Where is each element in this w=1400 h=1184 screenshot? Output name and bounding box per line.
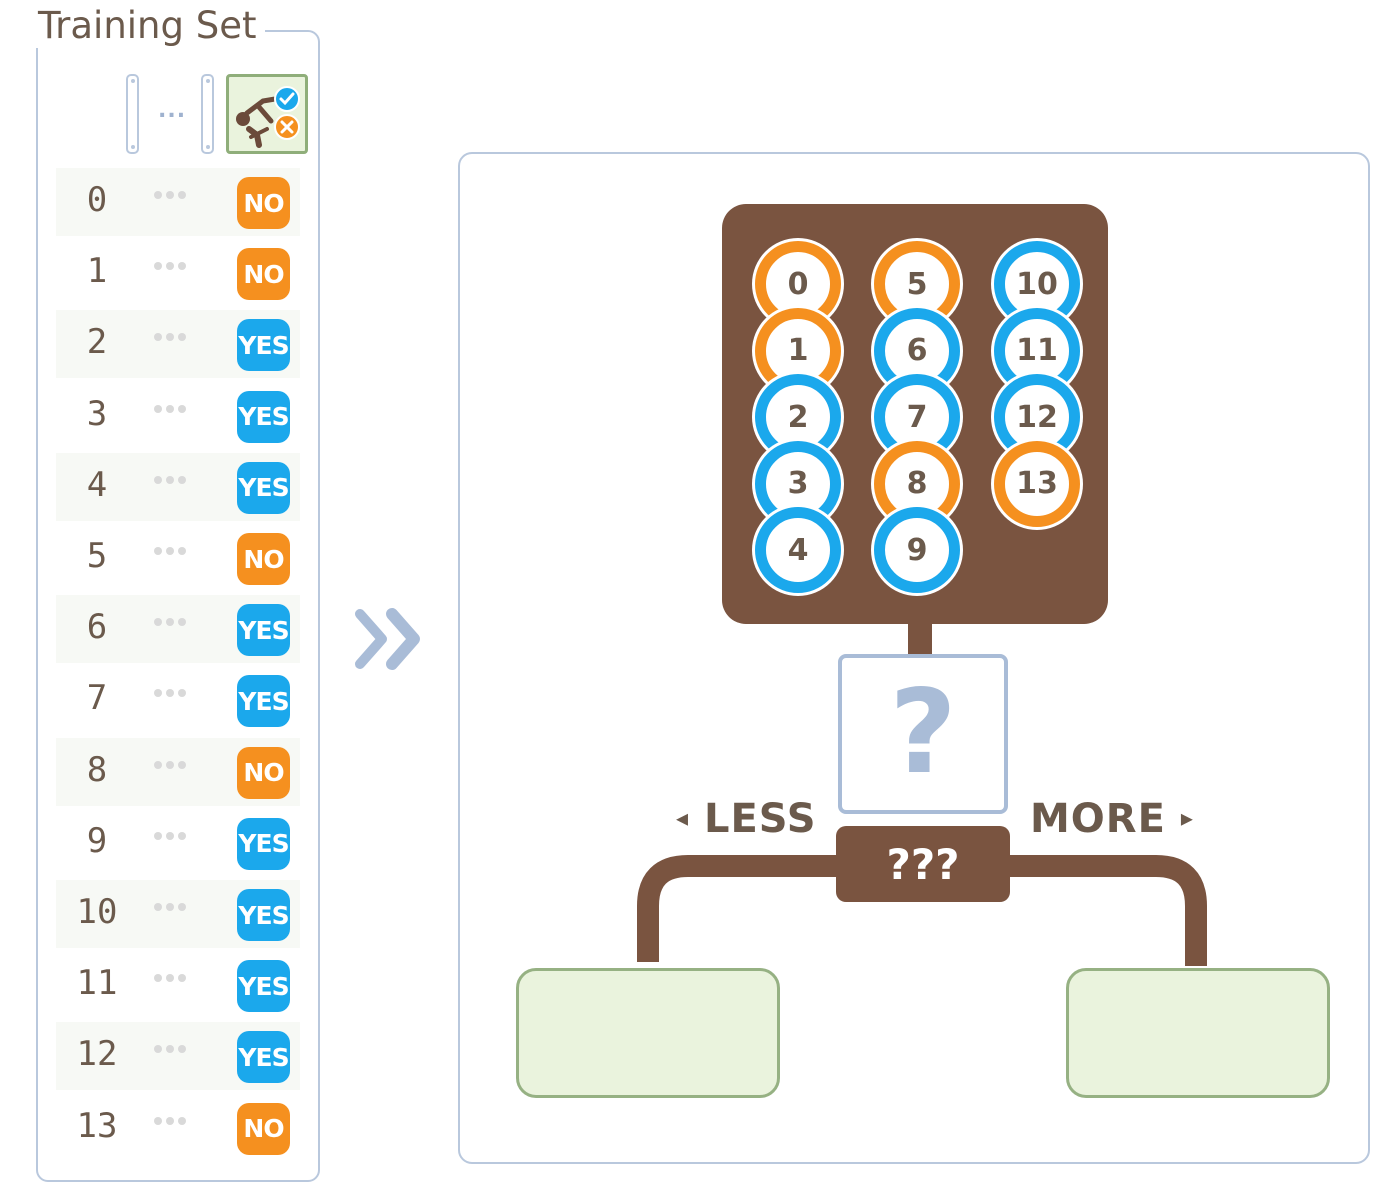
label-badge: YES (237, 1031, 290, 1084)
training-row: 1 NO (56, 239, 300, 307)
label-badge: NO (237, 533, 290, 585)
row-index: 1 (86, 251, 108, 292)
row-ellipsis (154, 617, 194, 627)
label-badge: YES (237, 817, 290, 870)
row-index: 10 (76, 892, 118, 932)
row-ellipsis (154, 760, 194, 770)
row-index: 11 (76, 963, 118, 1004)
label-badge: YES (237, 889, 290, 941)
target-column-card (226, 74, 308, 154)
right-arrow-icon: ▸ (1180, 804, 1194, 832)
training-row: 9 YES (56, 809, 300, 877)
row-index: 13 (76, 1105, 118, 1146)
more-branch-label: MORE ▸ (1030, 796, 1194, 842)
training-row: 11 YES (56, 951, 300, 1019)
row-ellipsis (154, 475, 194, 485)
row-ellipsis (154, 902, 194, 912)
golf-swing-icon (236, 86, 300, 148)
row-index: 5 (86, 536, 108, 576)
training-row: 6 YES (56, 595, 300, 664)
label-badge: YES (237, 319, 290, 372)
less-branch-label: ◂ LESS (676, 796, 817, 842)
label-badge: YES (237, 461, 290, 514)
label-badge: NO (237, 1102, 290, 1155)
training-row: 13 NO (56, 1094, 300, 1162)
header-ellipsis: ... (158, 98, 187, 123)
label-badge: YES (237, 390, 290, 443)
training-row: 10 YES (56, 880, 300, 948)
training-row: 2 YES (56, 310, 300, 379)
row-ellipsis (154, 332, 194, 342)
label-badge: YES (237, 604, 290, 657)
row-index: 4 (86, 464, 108, 505)
x-icon (274, 114, 300, 140)
row-ellipsis (154, 831, 194, 841)
row-ellipsis (154, 688, 194, 698)
decision-tree-panel (458, 152, 1370, 1164)
check-icon (274, 86, 300, 112)
row-index: 2 (86, 322, 108, 363)
row-ellipsis (154, 261, 194, 271)
row-ellipsis (154, 1116, 194, 1126)
sample-ball: 0 (755, 241, 841, 327)
row-index: 9 (86, 820, 108, 861)
label-badge: NO (237, 746, 290, 799)
row-index: 7 (86, 678, 108, 719)
label-badge: YES (237, 675, 290, 728)
training-row: 7 YES (56, 666, 300, 734)
question-mark-icon: ? (889, 665, 957, 800)
label-badge: NO (237, 248, 290, 301)
split-threshold-label: ??? (836, 826, 1010, 902)
left-leaf-node[interactable] (516, 968, 780, 1098)
feature-column-slot-last (201, 74, 214, 154)
row-index: 12 (76, 1034, 118, 1075)
row-index: 0 (86, 180, 108, 220)
sample-ball: 4 (755, 507, 841, 593)
row-ellipsis (154, 1044, 194, 1054)
training-row: 3 YES (56, 382, 300, 450)
row-ellipsis (154, 546, 194, 556)
training-set-title: Training Set (30, 4, 265, 48)
training-row: 8 NO (56, 737, 300, 806)
feature-column-slot-first (126, 74, 139, 154)
split-question-box[interactable]: ? (838, 654, 1008, 814)
pool-connector (908, 622, 932, 658)
label-badge: NO (237, 177, 290, 229)
row-ellipsis (154, 973, 194, 983)
training-row: 0 NO (56, 168, 300, 236)
left-arrow-icon: ◂ (676, 804, 690, 832)
sample-ball: 13 (994, 440, 1080, 527)
row-index: 8 (86, 749, 108, 790)
label-badge: YES (237, 960, 290, 1013)
row-ellipsis (154, 190, 194, 200)
right-leaf-node[interactable] (1066, 968, 1330, 1098)
row-index: 6 (86, 607, 108, 648)
row-index: 3 (86, 393, 108, 434)
double-chevron-right-icon (355, 608, 420, 670)
sample-ball: 9 (874, 507, 960, 593)
training-row: 5 NO (56, 524, 300, 592)
training-row: 12 YES (56, 1022, 300, 1091)
row-ellipsis (154, 404, 194, 414)
training-row: 4 YES (56, 452, 300, 521)
